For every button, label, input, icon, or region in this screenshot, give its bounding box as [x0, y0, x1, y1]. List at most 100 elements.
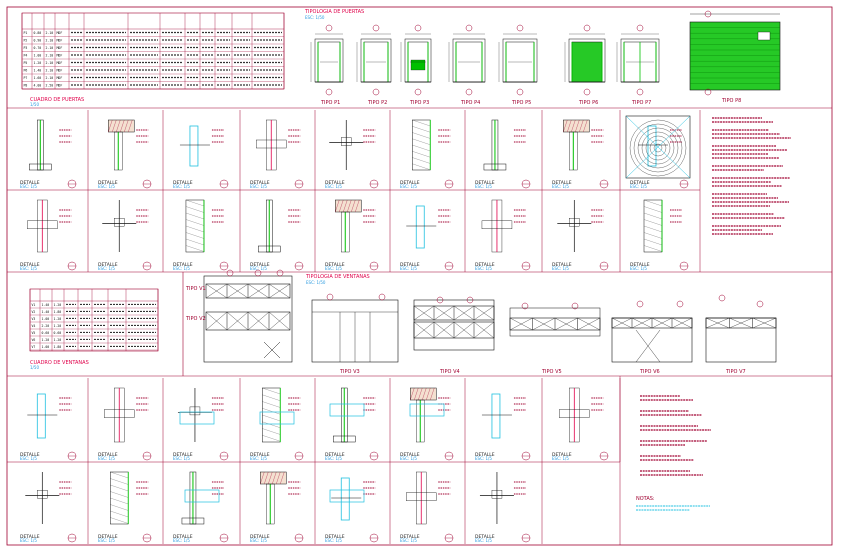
windows-table-cell: V4 [32, 324, 36, 328]
doors-table-title: CUADRO DE PUERTAS [30, 97, 84, 103]
window-type-label: TIPO V7 [725, 369, 746, 375]
door-elevation-1 [310, 24, 344, 96]
door-type-label: TIPO P1 [320, 100, 340, 106]
doors-table-cell: 1.40 [34, 69, 42, 73]
windows-table-cell: V6 [32, 338, 36, 342]
detail-scale: ESC: 1/5 [98, 184, 115, 189]
windows-table-cell: 1.00 [42, 317, 50, 321]
windows-table-cell: 0.60 [54, 331, 62, 335]
windows-typology-scale: ESC: 1/50 [306, 280, 326, 285]
windows-table-cell: 1.20 [54, 317, 62, 321]
windows-table-cell: 1.40 [42, 310, 50, 314]
windows-table-cell: 2.20 [42, 324, 50, 328]
doors-table-cell: 0.90 [34, 39, 42, 43]
detail-label: DETALLE [173, 180, 193, 186]
detail-label: DETALLE [552, 180, 572, 186]
doors-table-scale: 1/50 [30, 102, 39, 107]
detail-scale: ESC: 1/5 [325, 184, 342, 189]
doors-table-cell: MDF [57, 69, 63, 73]
detail-scale: ESC: 1/5 [250, 184, 267, 189]
window-notes [636, 395, 711, 511]
doors-table-cell: 0.80 [34, 31, 42, 35]
windows-table-cell: 1.40 [42, 303, 50, 307]
detail-scale: ESC: 1/5 [552, 266, 569, 271]
detail-label: DETALLE [552, 262, 572, 268]
detail-label: DETALLE [325, 452, 345, 458]
doors-table-cell: 2.10 [46, 54, 54, 58]
detail-label: DETALLE [475, 180, 495, 186]
detail-label: DETALLE [250, 262, 270, 268]
windows-table-cell: 1.20 [42, 338, 50, 342]
notes-title: NOTAS: [636, 496, 655, 502]
doors-table-cell: 1.60 [34, 76, 42, 80]
doors-table-cell: P7 [24, 76, 28, 80]
doors-typology-title: TIPOLOGIA DE PUERTAS [304, 9, 364, 15]
detail-label: DETALLE [630, 262, 650, 268]
detail-scale: ESC: 1/5 [475, 184, 492, 189]
detail-scale: ESC: 1/5 [20, 456, 37, 461]
detail-scale: ESC: 1/5 [325, 456, 342, 461]
doors-table-cell: P8 [24, 84, 28, 88]
doors-table-cell: MDF [57, 84, 63, 88]
detail-scale: ESC: 1/5 [173, 184, 190, 189]
windows-table-cell: 0.60 [42, 331, 50, 335]
windows-table-cell: V7 [32, 345, 36, 349]
windows-table-cell: V2 [32, 310, 36, 314]
door-elevation-2 [356, 24, 392, 96]
doors-table-cell: 1.00 [34, 54, 42, 58]
window-type-label: TIPO V1 [185, 286, 206, 292]
detail-label: DETALLE [98, 180, 118, 186]
doors-table-cell: 2.10 [46, 46, 54, 50]
window-v4 [413, 299, 495, 351]
detail-label: DETALLE [630, 180, 650, 186]
windows-table-cell: 1.20 [54, 303, 62, 307]
doors-table-cell: P3 [24, 46, 28, 50]
windows-table-cell: V1 [32, 303, 36, 307]
doors-table-cell: 2.50 [46, 84, 54, 88]
doors-typology-scale: ESC: 1/50 [305, 15, 325, 20]
detail-scale: ESC: 1/5 [250, 456, 267, 461]
detail-label: DETALLE [325, 180, 345, 186]
door-elevation-7 [616, 24, 660, 96]
door-type-label: TIPO P3 [409, 100, 429, 106]
detail-scale: ESC: 1/5 [173, 456, 190, 461]
doors-table-cell: P5 [24, 61, 28, 65]
detail-label: DETALLE [20, 452, 40, 458]
detail-scale: ESC: 1/5 [173, 266, 190, 271]
detail-label: DETALLE [552, 452, 572, 458]
detail-label: DETALLE [173, 452, 193, 458]
detail-scale: ESC: 1/5 [552, 456, 569, 461]
door-notes [712, 117, 791, 235]
detail-scale: ESC: 1/5 [400, 538, 417, 543]
windows-table-cell: 1.80 [54, 345, 62, 349]
door-type-label: TIPO P5 [511, 100, 531, 106]
window-elevations [203, 269, 777, 363]
window-type-label: TIPO V6 [639, 369, 660, 375]
detail-scale: ESC: 1/5 [250, 266, 267, 271]
doors-table-cell: P6 [24, 69, 28, 73]
windows-table-cell: 1.00 [42, 345, 50, 349]
door-type-label: TIPO P2 [367, 100, 387, 106]
doors-table-cell: 0.70 [34, 46, 42, 50]
windows-table-cell: V5 [32, 331, 36, 335]
detail-scale: ESC: 1/5 [98, 538, 115, 543]
window-v6 [611, 317, 693, 363]
detail-label: DETALLE [325, 534, 345, 540]
